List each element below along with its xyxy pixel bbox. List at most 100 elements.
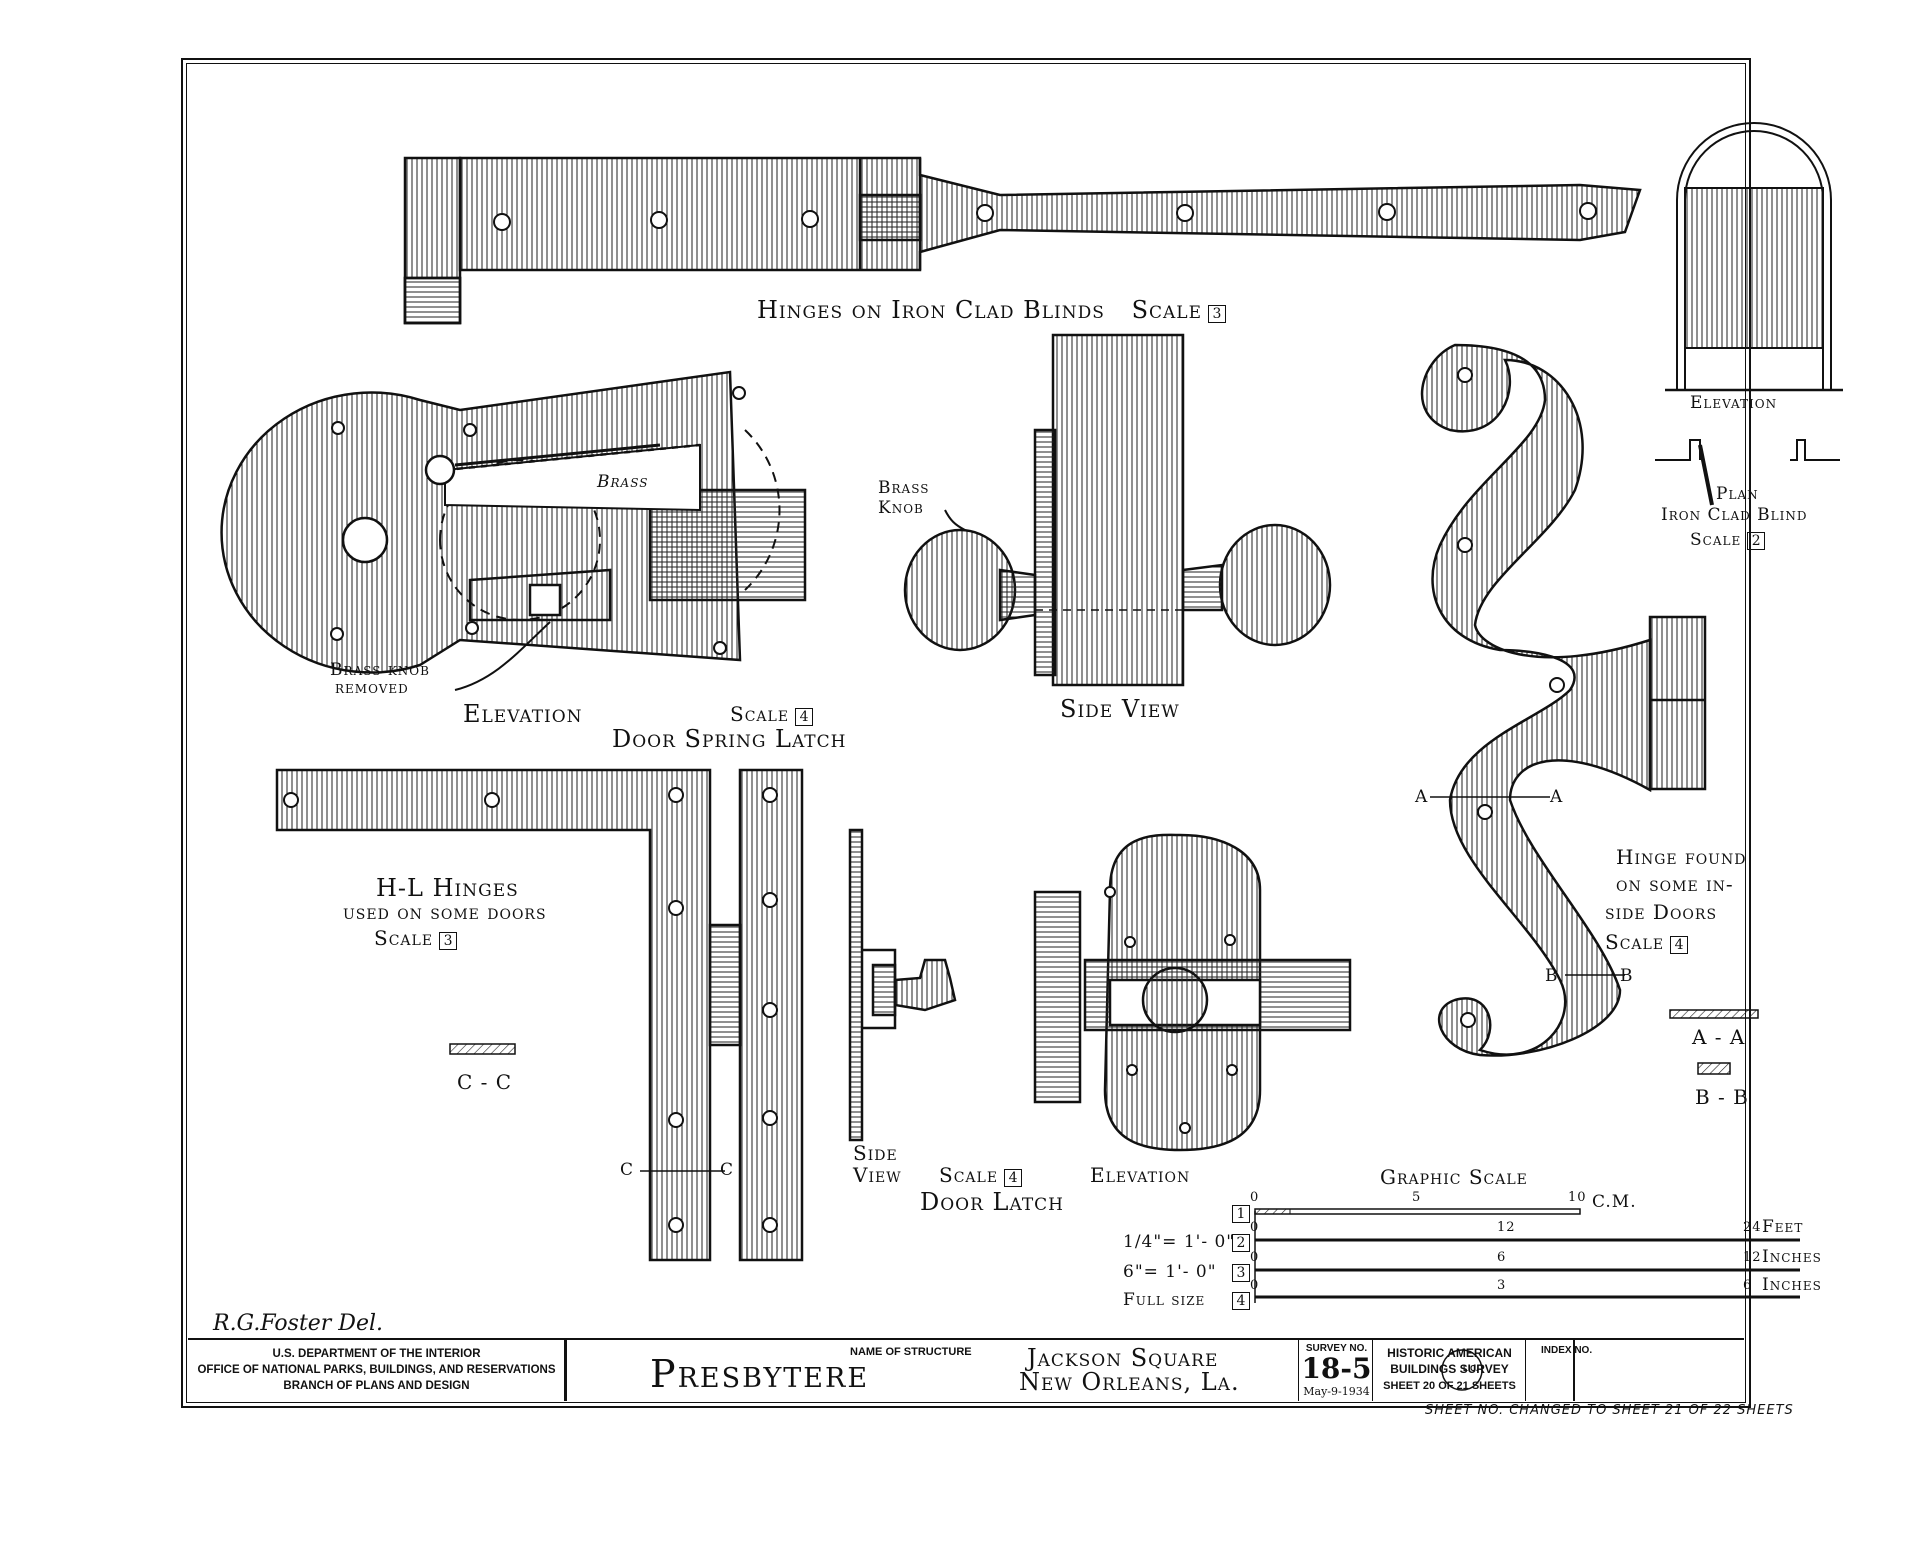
- scale-4-unit: Inches: [1762, 1275, 1822, 1295]
- scale-1-start: 0: [1250, 1190, 1260, 1205]
- sheet-border-outer: [181, 58, 1751, 1408]
- survey-number: 18-5: [1301, 1352, 1372, 1385]
- seal-text: L.C.: [1463, 1364, 1479, 1373]
- scale-1-end: 10: [1568, 1190, 1587, 1205]
- scale-4-start: 0: [1250, 1278, 1260, 1293]
- scale-1-mid: 5: [1412, 1190, 1422, 1205]
- scale-3-start: 0: [1250, 1250, 1260, 1265]
- hl-hinge-drawing: [275, 768, 804, 1262]
- door-latch-elevation-drawing: [1033, 833, 1352, 1152]
- hinges-blinds-title: Hinges on Iron Clad Blinds Scale 3: [757, 296, 1227, 324]
- name-of-structure-label: NAME OF STRUCTURE: [850, 1346, 972, 1358]
- section-cc-swatch: [449, 1043, 516, 1055]
- scale-2-end: 24: [1743, 1220, 1762, 1235]
- title-block-department-cell: U.S. DEPARTMENT OF THE INTERIOR OFFICE O…: [188, 1340, 565, 1401]
- door-latch-title: Door Latch: [920, 1188, 1065, 1216]
- scale-4-ratio: Full size: [1123, 1290, 1206, 1310]
- survey-date: May-9-1934: [1303, 1385, 1370, 1398]
- s-hinge-title-3: side Doors: [1605, 900, 1718, 924]
- scale-4-mid: 3: [1497, 1278, 1507, 1293]
- scale-2-unit: Feet: [1762, 1217, 1804, 1237]
- survey-number-label: SURVEY NO.: [1305, 1343, 1368, 1354]
- brass-knob-label-2: Knob: [878, 498, 924, 518]
- title-block-divider: [1573, 1340, 1575, 1401]
- brass-knob-label-1: Brass: [878, 478, 930, 498]
- leader-brass-knob-removed: [454, 621, 551, 691]
- scale-3-mid: 6: [1497, 1250, 1507, 1265]
- plan-scale-number: 2: [1747, 532, 1766, 550]
- latch-scale-label: Scale: [730, 702, 790, 726]
- index-number-label: INDEX NO.: [1541, 1345, 1593, 1356]
- scale-3-ratio: 6"= 1'- 0": [1123, 1262, 1217, 1282]
- spring-latch-drawing: [220, 370, 807, 674]
- section-bb-swatch: [1697, 1062, 1731, 1075]
- s-hinge-title-2: on some in-: [1616, 872, 1734, 896]
- hl-scale: Scale 3: [374, 926, 458, 950]
- latch-view-label: View: [853, 1163, 902, 1187]
- sheet-number: SHEET 20 OF 21 SHEETS: [1383, 1380, 1516, 1392]
- hl-scale-number: 3: [439, 932, 458, 950]
- door-latch-scale: Scale 4: [939, 1163, 1023, 1187]
- title-block-index-cell: INDEX NO.: [1526, 1340, 1744, 1401]
- section-b-left: B: [1545, 966, 1559, 986]
- section-c-left: C: [620, 1160, 635, 1180]
- plan-label: Plan: [1716, 484, 1759, 504]
- brass-label: Brass: [597, 472, 649, 492]
- plan-drawing: [1655, 439, 1840, 506]
- aa-section-label: A - A: [1692, 1025, 1746, 1049]
- strap-hinge-drawing: [403, 156, 1642, 325]
- latch-side-label: Side: [853, 1141, 898, 1165]
- section-a-left: A: [1415, 787, 1429, 807]
- s-hinge-scale: Scale 4: [1605, 930, 1689, 954]
- side-view-label: Side View: [1060, 695, 1180, 723]
- habs-line-1: HISTORIC AMERICAN: [1387, 1346, 1512, 1360]
- habs-line-2: BUILDINGS SURVEY: [1390, 1362, 1509, 1376]
- title-block-habs-cell: HISTORIC AMERICAN BUILDINGS SURVEY SHEET…: [1373, 1340, 1526, 1401]
- cc-section-label: C - C: [457, 1070, 513, 1094]
- iron-clad-blind-label: Iron Clad Blind: [1661, 505, 1808, 525]
- door-latch-side-drawing: [848, 828, 957, 1142]
- door-spring-latch-title: Door Spring Latch: [612, 725, 847, 753]
- sheet-border-inner: [186, 63, 1746, 1403]
- arch-elevation-drawing: [1665, 122, 1843, 392]
- scale-1-unit: C.M.: [1592, 1192, 1637, 1212]
- latch-elevation-label: Elevation: [463, 700, 583, 728]
- title-block-survey-cell: SURVEY NO. 18-5 May-9-1934: [1298, 1340, 1373, 1401]
- hinges-blinds-title-text: Hinges on Iron Clad Blinds: [757, 296, 1105, 324]
- brass-knob-removed-label-1: Brass knob: [330, 660, 430, 680]
- s-hinge-drawing: [1420, 343, 1707, 1057]
- hinges-blinds-scale-label: Scale: [1131, 296, 1203, 324]
- s-hinge-scale-label: Scale: [1605, 930, 1665, 954]
- s-hinge-scale-number: 4: [1670, 936, 1689, 954]
- scale-3-end: 12: [1743, 1250, 1762, 1265]
- side-view-drawing: [903, 333, 1332, 687]
- department-line-2: OFFICE OF NATIONAL PARKS, BUILDINGS, AND…: [197, 1364, 556, 1376]
- bb-section-label: B - B: [1695, 1085, 1749, 1109]
- structure-name: Presbytere: [650, 1352, 870, 1396]
- graphic-scale-title: Graphic Scale: [1380, 1165, 1528, 1189]
- leader-brass-knob: [944, 509, 966, 531]
- brass-knob-removed-label-2: removed: [335, 678, 409, 698]
- title-block-divider-2: [565, 1340, 567, 1401]
- arch-elevation-label: Elevation: [1690, 393, 1778, 413]
- department-line-1: U.S. DEPARTMENT OF THE INTERIOR: [272, 1348, 481, 1360]
- scale-2-index: 2: [1232, 1234, 1250, 1252]
- graphic-scale-bars: [1254, 1208, 1800, 1303]
- sheet-change-footnote: SHEET NO. CHANGED TO SHEET 21 OF 22 SHEE…: [1425, 1403, 1794, 1418]
- scale-1-index: 1: [1232, 1205, 1250, 1223]
- scale-2-mid: 12: [1497, 1220, 1516, 1235]
- door-latch-scale-number: 4: [1004, 1169, 1023, 1187]
- hl-hinges-title: H-L Hinges: [376, 874, 519, 902]
- title-block-structure-cell: NAME OF STRUCTURE Presbytere Jackson Squ…: [565, 1340, 1675, 1401]
- scale-3-index: 3: [1232, 1264, 1250, 1282]
- seal-stamp: [1441, 1349, 1483, 1391]
- hl-scale-label: Scale: [374, 926, 434, 950]
- door-latch-scale-label: Scale: [939, 1163, 999, 1187]
- door-latch-elevation-label: Elevation: [1090, 1163, 1191, 1187]
- scale-4-index: 4: [1232, 1292, 1250, 1310]
- title-block: U.S. DEPARTMENT OF THE INTERIOR OFFICE O…: [188, 1338, 1744, 1401]
- hinges-blinds-scale-number: 3: [1208, 305, 1227, 323]
